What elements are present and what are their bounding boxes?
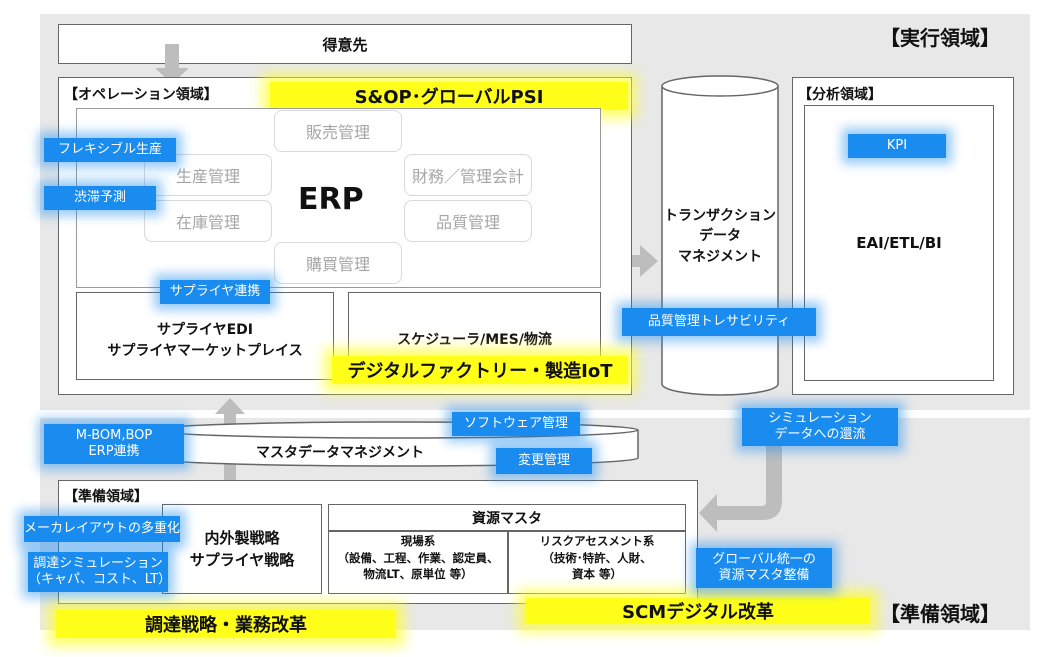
mbom-line-1: M-BOM,BOP (75, 427, 153, 443)
erp-module-sales: 販売管理 (274, 110, 402, 152)
genba-line-3: 物流LT、原単位 等） (363, 567, 473, 582)
resource-master-title: 資源マスタ (472, 511, 542, 527)
mbom-tag: M-BOM,BOP ERP連携 (44, 424, 184, 464)
quality-trace-tag: 品質管理トレサビリティ (622, 308, 816, 336)
risk-title: リスクアセスメント系 (539, 534, 655, 548)
preparation-area-label: 【準備領域】 (64, 489, 148, 505)
congestion-forecast-tag: 渋滞予測 (44, 186, 156, 210)
scm-reform-label: SCMデジタル改革 (622, 602, 774, 623)
eai-label: EAI/ETL/BI (856, 234, 942, 252)
factory-highlight: デジタルファクトリー・製造IoT (332, 356, 628, 384)
strategy-box: 内外製戦略 サプライヤ戦略 (162, 504, 322, 594)
master-data-label: マスタデータマネジメント (256, 445, 424, 461)
erp-title: ERP (298, 182, 364, 217)
genba-block: 現場系 （設備、工程、作業、認定員、 物流LT、原単位 等） (330, 533, 506, 583)
customer-label: 得意先 (322, 35, 368, 54)
procurement-simulation-tag: 調達シミュレーション （キャパ、コスト、LT） (28, 552, 172, 592)
supplier-link-tag: サプライヤ連携 (160, 280, 270, 304)
proc-sim-line-1: 調達シミュレーション (33, 555, 163, 571)
risk-line-3: 資本 等） (571, 567, 622, 582)
simulation-feedback-tag: シミュレーション データへの還流 (742, 408, 898, 446)
strategy-line-2: サプライヤ戦略 (189, 551, 295, 569)
sop-highlight: S&OP･グローバルPSI (270, 82, 628, 110)
erp-module-finance: 財務／管理会計 (404, 154, 532, 196)
erp-module-inventory: 在庫管理 (144, 200, 272, 242)
erp-module-quality: 品質管理 (404, 200, 532, 242)
transaction-label: トランザクション データ マネジメント (660, 206, 780, 267)
genba-title: 現場系 (400, 534, 436, 548)
mbom-line-2: ERP連携 (88, 444, 140, 459)
erp-module-purchasing: 購買管理 (274, 242, 402, 284)
supplier-edi-label: サプライヤEDI (157, 322, 253, 338)
factory-label: デジタルファクトリー・製造IoT (347, 361, 613, 382)
supplier-marketplace-label: サプライヤマーケットプレイス (107, 343, 303, 359)
customer-box: 得意先 (58, 24, 632, 64)
proc-sim-line-2: （キャパ、コスト、LT） (28, 572, 172, 587)
global-master-tag: グローバル統一の 資源マスタ整備 (696, 548, 832, 588)
software-management-tag: ソフトウェア管理 (452, 412, 580, 436)
analysis-area-label: 【分析領域】 (798, 87, 882, 103)
layout-multiplex-tag: メーカレイアウトの多重化 (24, 516, 180, 542)
kpi-tag: KPI (848, 134, 946, 158)
simulation-line-1: シミュレーション (768, 410, 872, 426)
resource-master-divider-v (507, 530, 509, 593)
global-master-line-2: 資源マスタ整備 (718, 568, 810, 583)
simulation-line-2: データへの還流 (774, 427, 866, 442)
transaction-line-1: トランザクション (664, 208, 776, 224)
sop-label: S&OP･グローバルPSI (354, 87, 544, 108)
scheduler-label: スケジューラ/MES/物流 (397, 332, 552, 348)
procurement-reform-highlight: 調達戦略・業務改革 (56, 610, 396, 638)
execution-region-label: 【実行領域】 (880, 26, 1000, 50)
transaction-line-2: データ (699, 228, 741, 245)
global-master-line-1: グローバル統一の (712, 551, 816, 567)
strategy-line-1: 内外製戦略 (204, 528, 280, 547)
change-management-tag: 変更管理 (496, 448, 592, 474)
procurement-reform-label: 調達戦略・業務改革 (145, 615, 307, 636)
supplier-box: サプライヤEDI サプライヤマーケットプレイス (76, 292, 334, 380)
scm-reform-highlight: SCMデジタル改革 (526, 598, 870, 624)
genba-line-2: （設備、工程、作業、認定員、 (337, 550, 499, 565)
risk-block: リスクアセスメント系 （技術･特許、人財、 資本 等） (509, 533, 685, 583)
arrow-down-customer (155, 44, 189, 84)
transaction-line-3: マネジメント (678, 248, 762, 265)
operation-area-label: 【オペレーション領域】 (64, 87, 218, 103)
preparation-region-label: 【準備領域】 (880, 602, 1000, 626)
flexible-production-tag: フレキシブル生産 (44, 138, 176, 162)
risk-line-2: （技術･特許、人財、 (542, 550, 652, 565)
